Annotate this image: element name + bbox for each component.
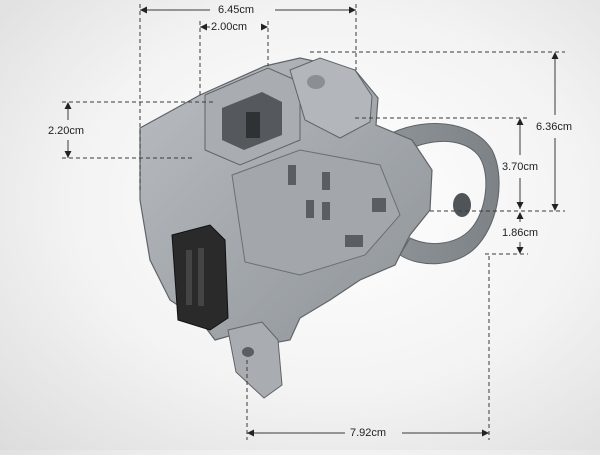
connector-slot [198,248,204,306]
dimension-label-mid-height: 3.70cm [502,161,539,173]
dimension-arrows [64,6,559,437]
tab-hole [242,347,254,357]
dimension-label-width-top: 6.45cm [218,4,255,16]
top-round-pin [307,75,325,89]
panel-slot [372,198,386,212]
arm-hole [453,193,471,217]
dimension-lines [62,4,565,440]
dimension-label-lower-height: 1.86cm [502,227,539,239]
panel-slot [345,235,363,247]
dimension-label-hole-width: 2.00cm [211,21,248,33]
connector-slot [186,250,192,305]
panel-slot [288,165,296,185]
panel-slot [322,172,330,190]
panel-slot [306,200,314,218]
opening-pin [246,112,260,138]
dimension-label-total-height: 6.36cm [536,121,573,133]
panel-slot [322,202,330,220]
dimension-label-bottom-width: 7.92cm [350,427,387,439]
bottom-tab [227,321,283,399]
dimension-label-left-height: 2.20cm [48,125,85,137]
